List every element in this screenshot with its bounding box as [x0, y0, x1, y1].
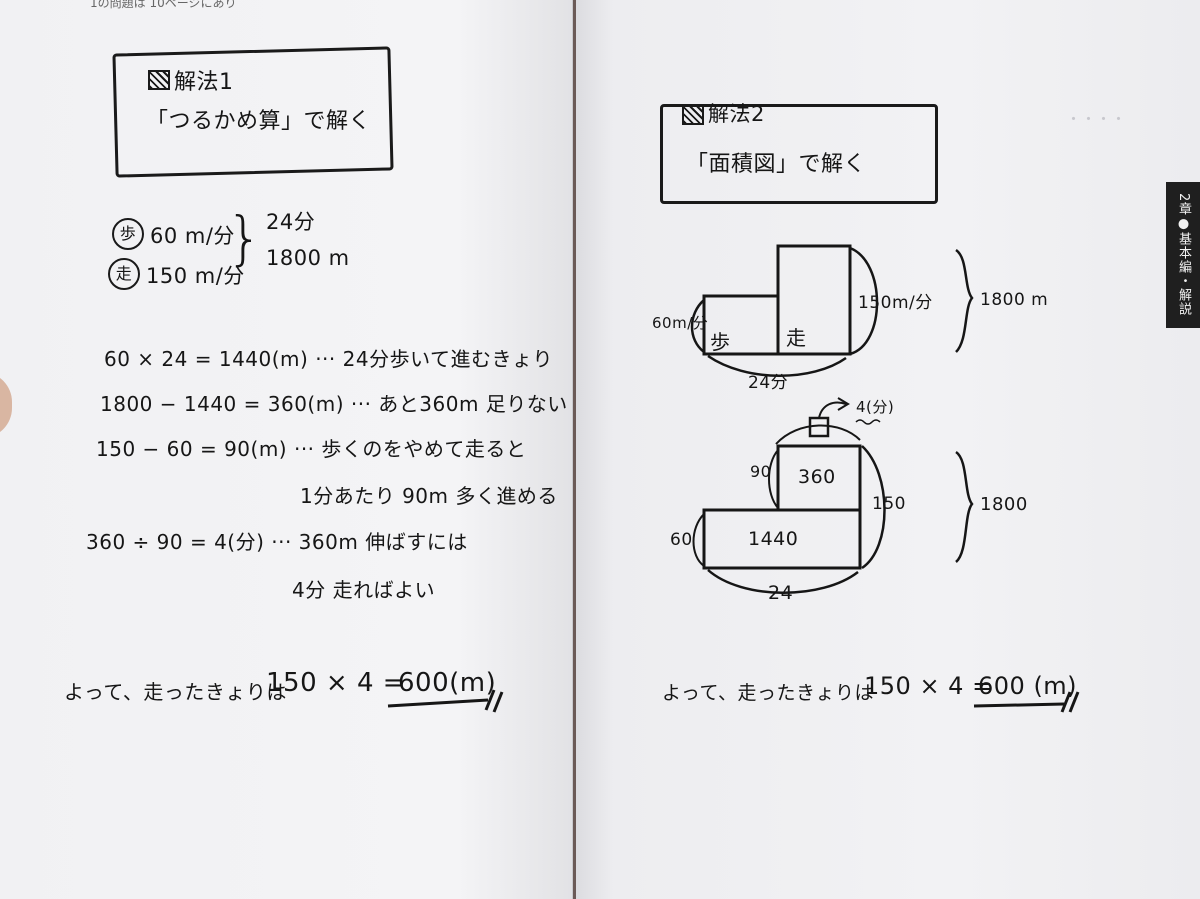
left-page: 1の問題は 10ページにあり 解法1 「つるかめ算」で解く 歩 60 m/分 走… — [0, 0, 573, 899]
d2-top-area: 360 — [798, 466, 836, 488]
d2-width: 24 — [768, 582, 794, 604]
brace: } — [226, 204, 264, 272]
hatch-icon — [148, 70, 170, 90]
d1-run-char: 走 — [786, 326, 807, 350]
d1-run-speed: 150m/分 — [858, 293, 933, 313]
right-underline — [973, 691, 1080, 713]
left-underline — [387, 689, 504, 713]
d2-distance: 1800 — [980, 494, 1028, 515]
method2-label: 解法2 — [708, 102, 765, 126]
method2-title: 「面積図」で解く — [686, 152, 867, 177]
right-page: ・・・・ 解法2 「面積図」で解く 2章●基本編・解説 歩 走 60m/分 15… — [576, 0, 1200, 899]
answer: 600(m) — [398, 668, 497, 698]
method1-label: 解法1 — [174, 70, 234, 95]
method1-title: 「つるかめ算」で解く — [146, 109, 372, 134]
work-line-2: 1800 − 1440 = 360(m) ··· あと360m 足りない — [100, 392, 568, 416]
conclusion-text: よって、走ったきょりは — [64, 680, 287, 704]
run-symbol: 走 — [108, 258, 140, 290]
conclusion-formula: 150 × 4 = — [266, 668, 406, 698]
work-line-6: 4分 走ればよい — [292, 578, 436, 602]
area-diagram-1 — [690, 244, 974, 377]
d1-walk-speed: 60m/分 — [652, 314, 709, 332]
work-line-1: 60 × 24 = 1440(m) ··· 24分歩いて進むきょり — [104, 347, 553, 371]
d1-distance: 1800 m — [980, 290, 1049, 310]
d2-bottom-area: 1440 — [748, 528, 799, 550]
total-time: 24分 — [266, 210, 316, 234]
work-line-3: 150 − 60 = 90(m) ··· 歩くのをやめて走ると — [96, 437, 527, 461]
d2-left-height: 60 — [670, 530, 693, 550]
d1-walk-char: 歩 — [710, 330, 731, 354]
faint-through-1: ・・・・ — [1066, 110, 1127, 128]
method2-box — [660, 104, 938, 204]
work-line-4: 1分あたり 90m 多く進める — [300, 484, 558, 508]
run-char: 走 — [115, 264, 133, 283]
d2-right-height: 150 — [872, 494, 906, 514]
d2-diff-label: 90 — [750, 462, 772, 481]
r-conclusion-text: よって、走ったきょりは — [662, 682, 875, 704]
walk-symbol: 歩 — [112, 218, 144, 250]
walk-speed: 60 m/分 — [150, 224, 235, 248]
run-speed: 150 m/分 — [146, 264, 245, 288]
walk-char: 歩 — [119, 224, 137, 243]
r-conclusion-formula: 150 × 4 = — [864, 672, 993, 700]
work-line-5: 360 ÷ 90 = 4(分) ··· 360m 伸ばすには — [86, 530, 468, 554]
d1-time: 24分 — [748, 373, 789, 393]
r-answer: 600 (m) — [978, 672, 1078, 700]
d2-arrow-label: 4(分) — [856, 398, 895, 416]
area-diagram-2 — [692, 397, 974, 594]
total-distance: 1800 m — [266, 246, 350, 270]
chapter-tab: 2章●基本編・解説 — [1166, 182, 1200, 328]
header-note: 1の問題は 10ページにあり — [90, 0, 237, 10]
hatch-icon — [682, 105, 704, 125]
